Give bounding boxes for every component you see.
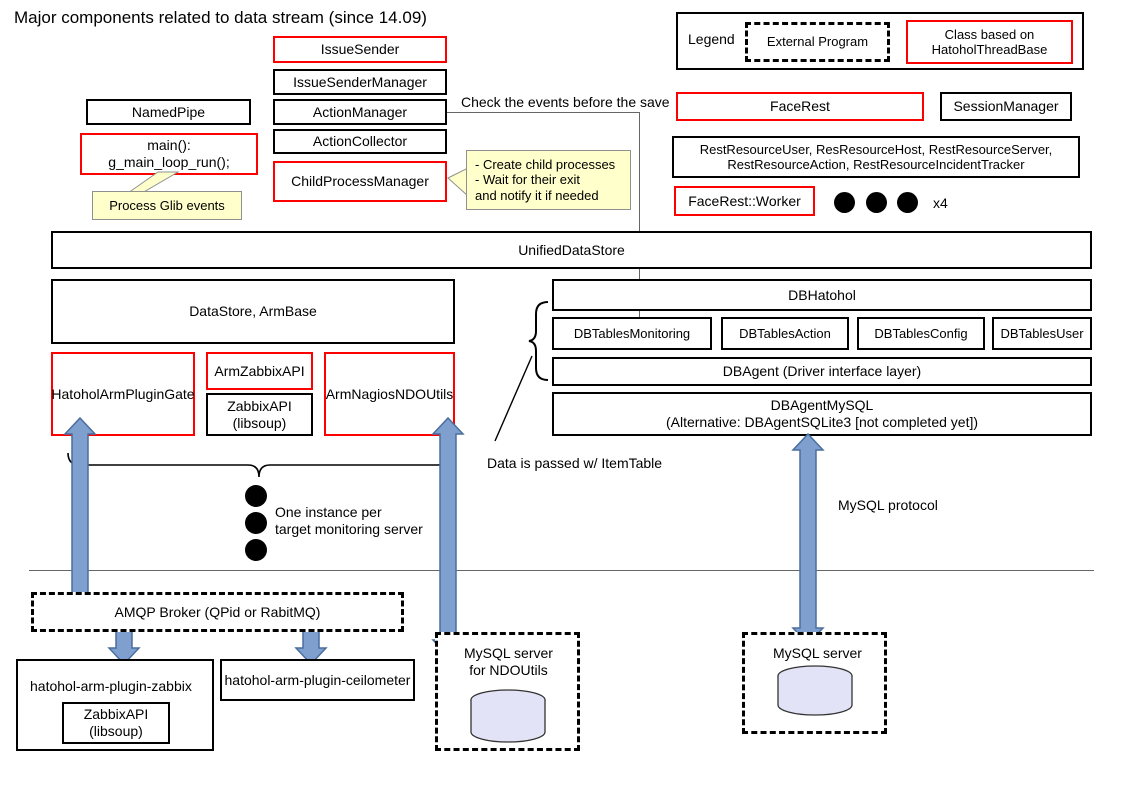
box-rest-resources: RestResourceUser, ResResourceHost, RestR…: [672, 136, 1080, 178]
box-action-manager: ActionManager: [273, 99, 447, 125]
legend-label: Legend: [688, 31, 735, 47]
box-hatohol-arm-plugin-gate: HatoholArmPluginGate: [51, 352, 195, 436]
box-amqp-broker: AMQP Broker (QPid or RabitMQ): [31, 592, 404, 632]
note-process-glib-events: Process Glib events: [92, 191, 242, 220]
box-hatohol-arm-plugin-ceilometer: hatohol-arm-plugin-ceilometer: [220, 659, 415, 701]
annotation-one-instance: One instance per target monitoring serve…: [275, 504, 423, 537]
box-face-rest-worker: FaceRest::Worker: [674, 186, 815, 216]
worker-dot-2: [866, 192, 887, 213]
arrow-dbagent-to-mysql: [791, 432, 825, 646]
box-child-process-manager: ChildProcessManager: [273, 161, 447, 202]
boundary-separator-line: [29, 570, 1094, 571]
legend-external-program: External Program: [745, 22, 890, 62]
box-unified-data-store: UnifiedDataStore: [51, 231, 1092, 269]
arrow-nagios-to-mysql-ndoutils: [431, 416, 465, 658]
worker-count-label: x4: [933, 195, 948, 211]
box-plugin-zabbix-api: ZabbixAPI (libsoup): [62, 702, 170, 744]
label-mysql-server: MySQL server: [773, 645, 862, 661]
box-db-table: DBTablesMonitoring: [552, 317, 712, 350]
box-action-collector: ActionCollector: [273, 129, 447, 154]
box-data-store-armbase: DataStore, ArmBase: [51, 279, 455, 344]
annotation-check-events: Check the events before the save: [461, 94, 670, 110]
box-db-table: DBTablesAction: [721, 317, 849, 350]
worker-dot-3: [897, 192, 918, 213]
worker-dot-1: [834, 192, 855, 213]
box-face-rest: FaceRest: [676, 92, 924, 121]
box-db-hatohol: DBHatohol: [552, 279, 1092, 311]
box-hatohol-arm-plugin-zabbix-label: hatohol-arm-plugin-zabbix: [30, 678, 192, 694]
box-arm-nagios-ndoutils: ArmNagiosNDOUtils: [324, 352, 455, 436]
box-arm-zabbix-api: ArmZabbixAPI: [206, 352, 313, 390]
box-db-agent: DBAgent (Driver interface layer): [552, 357, 1092, 386]
instance-dot-3: [245, 539, 267, 561]
box-db-agent-mysql: DBAgentMySQL (Alternative: DBAgentSQLite…: [552, 392, 1092, 436]
page-title: Major components related to data stream …: [14, 8, 427, 27]
annotation-data-itemtable: Data is passed w/ ItemTable: [487, 455, 663, 471]
box-issue-sender: IssueSender: [273, 36, 447, 63]
connector-line-vertical: [639, 112, 640, 329]
instance-dot-2: [245, 512, 267, 534]
connector-line-horizontal: [447, 112, 640, 113]
box-named-pipe: NamedPipe: [86, 99, 251, 125]
note-child-process: - Create child processes - Wait for thei…: [466, 150, 631, 210]
box-zabbix-api-libsoup: ZabbixAPI (libsoup): [206, 393, 313, 436]
label-mysql-ndoutils: MySQL server for NDOUtils: [464, 645, 553, 678]
legend-thread-class: Class based on HatoholThreadBase: [906, 20, 1073, 64]
box-db-table: DBTablesConfig: [857, 317, 985, 350]
annotation-mysql-protocol: MySQL protocol: [838, 497, 938, 513]
box-main-loop: main(): g_main_loop_run();: [80, 133, 258, 175]
box-issue-sender-manager: IssueSenderManager: [273, 69, 447, 95]
instance-dot-1: [245, 485, 267, 507]
box-db-table: DBTablesUser: [992, 317, 1092, 350]
box-session-manager: SessionManager: [940, 92, 1072, 121]
